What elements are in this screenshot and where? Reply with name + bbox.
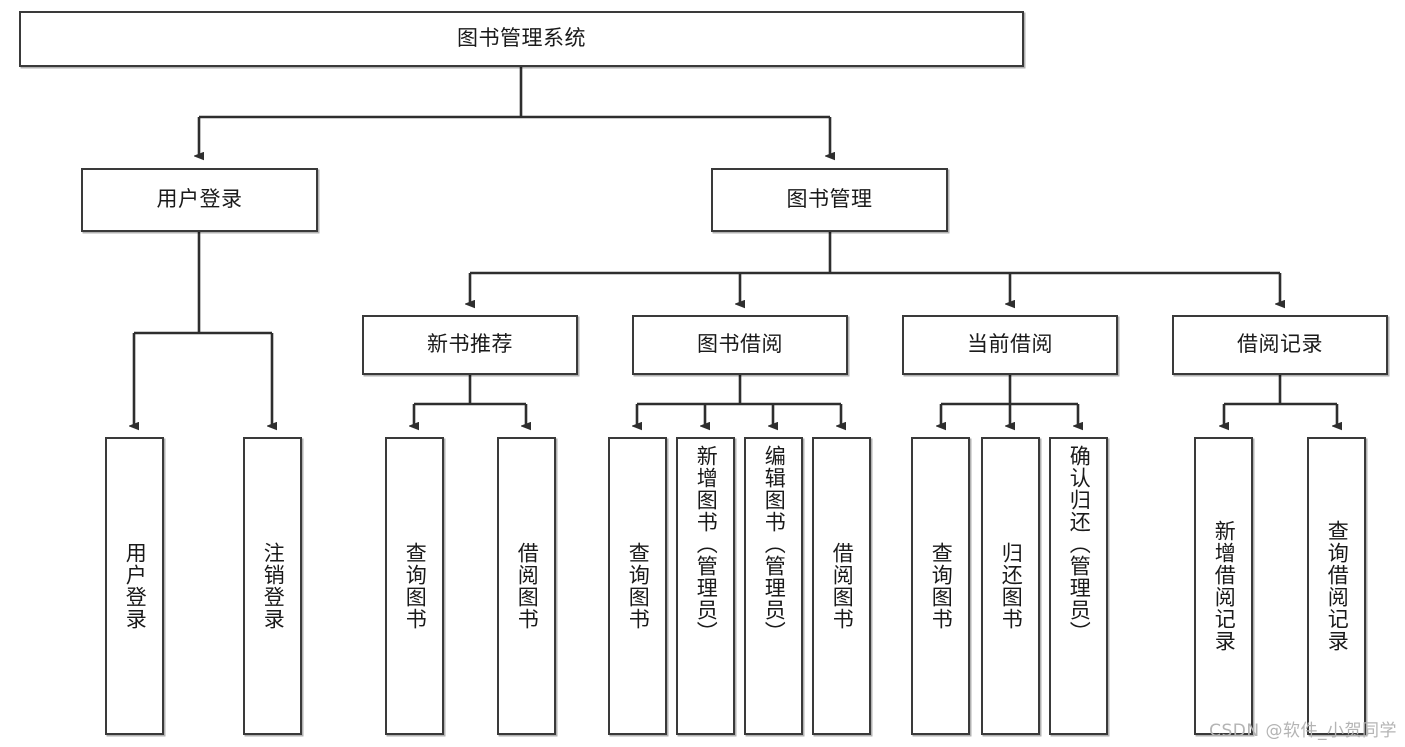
leaf-new-book-borrow[interactable]: 借阅图书 — [497, 437, 556, 735]
leaf-new-book-query[interactable]: 查询图书 — [385, 437, 444, 735]
node-label: 当前借阅 — [967, 332, 1053, 357]
leaf-borrow-record-query[interactable]: 查询借阅记录 — [1307, 437, 1366, 735]
node-label: 新书推荐 — [427, 332, 513, 357]
node-label: 查询图书 — [403, 542, 428, 630]
leaf-book-borrow-query[interactable]: 查询图书 — [608, 437, 667, 735]
node-label: 借阅图书 — [830, 542, 855, 630]
leaf-current-borrow-confirm[interactable]: 确认归还（管理员） — [1049, 437, 1108, 735]
node-book-management[interactable]: 图书管理 — [711, 168, 948, 232]
node-label: 新增借阅记录 — [1212, 520, 1237, 652]
node-borrow-record[interactable]: 借阅记录 — [1172, 315, 1388, 375]
node-current-borrow[interactable]: 当前借阅 — [902, 315, 1118, 375]
node-book-borrow[interactable]: 图书借阅 — [632, 315, 848, 375]
leaf-book-borrow-add[interactable]: 新增图书（管理员） — [676, 437, 735, 735]
node-label: 图书借阅 — [697, 332, 783, 357]
node-label: 图书管理 — [786, 187, 873, 212]
node-label: 注销登录 — [261, 542, 286, 630]
node-label: 借阅图书 — [515, 542, 540, 630]
node-label: 归还图书 — [999, 542, 1024, 630]
node-label: 查询图书 — [929, 542, 954, 630]
node-label: 借阅记录 — [1237, 332, 1323, 357]
node-label: 编辑图书（管理员） — [762, 445, 787, 643]
node-label: 用户登录 — [123, 542, 148, 630]
leaf-book-borrow-borrow[interactable]: 借阅图书 — [812, 437, 871, 735]
leaf-user-login-login[interactable]: 用户登录 — [105, 437, 164, 735]
leaf-borrow-record-add[interactable]: 新增借阅记录 — [1194, 437, 1253, 735]
leaf-book-borrow-edit[interactable]: 编辑图书（管理员） — [744, 437, 803, 735]
node-new-book-recommend[interactable]: 新书推荐 — [362, 315, 578, 375]
node-user-login[interactable]: 用户登录 — [81, 168, 318, 232]
node-label: 用户登录 — [156, 187, 243, 212]
node-label: 查询图书 — [626, 542, 651, 630]
node-label: 新增图书（管理员） — [694, 445, 719, 643]
node-label: 查询借阅记录 — [1325, 520, 1350, 652]
node-label: 确认归还（管理员） — [1067, 445, 1092, 643]
leaf-user-login-logout[interactable]: 注销登录 — [243, 437, 302, 735]
leaf-current-borrow-query[interactable]: 查询图书 — [911, 437, 970, 735]
node-root-library-system[interactable]: 图书管理系统 — [19, 11, 1024, 67]
leaf-current-borrow-return[interactable]: 归还图书 — [981, 437, 1040, 735]
node-label: 图书管理系统 — [457, 26, 586, 51]
